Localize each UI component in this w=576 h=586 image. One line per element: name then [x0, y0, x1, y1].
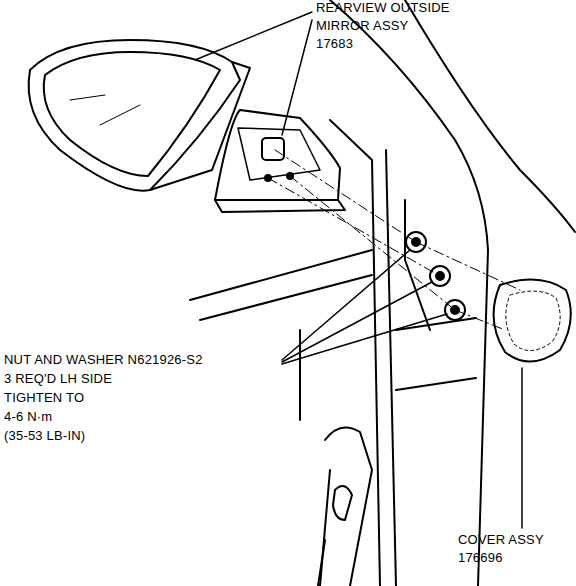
part-name: REARVIEW OUTSIDE [316, 0, 450, 16]
part-name: NUT AND WASHER N621926-S2 [4, 352, 203, 368]
part-name: COVER ASSY [458, 532, 544, 548]
nut-and-washer [406, 232, 465, 320]
body-edge [405, 0, 575, 232]
mount-opening [405, 200, 430, 330]
door-handle [318, 428, 372, 586]
mirror-assembly [29, 40, 345, 212]
leader-line [195, 12, 522, 528]
note-text: 3 REQ'D LH SIDE [4, 371, 112, 387]
window-frame [330, 120, 372, 160]
door-trim [396, 378, 476, 390]
torque-value: (35-53 LB-IN) [4, 428, 85, 444]
pillar-edge [330, 0, 488, 250]
door-trim [200, 275, 372, 320]
door-trim [396, 318, 476, 330]
window-frame [386, 150, 396, 586]
torque-value: 4-6 N·m [4, 409, 52, 425]
door-trim [190, 250, 372, 300]
note-text: TIGHTEN TO [4, 390, 84, 406]
window-frame [372, 160, 380, 586]
cover-assy [494, 280, 571, 362]
part-name: MIRROR ASSY [316, 18, 409, 34]
part-number: 17683 [316, 36, 353, 52]
part-number: 176696 [458, 550, 503, 566]
